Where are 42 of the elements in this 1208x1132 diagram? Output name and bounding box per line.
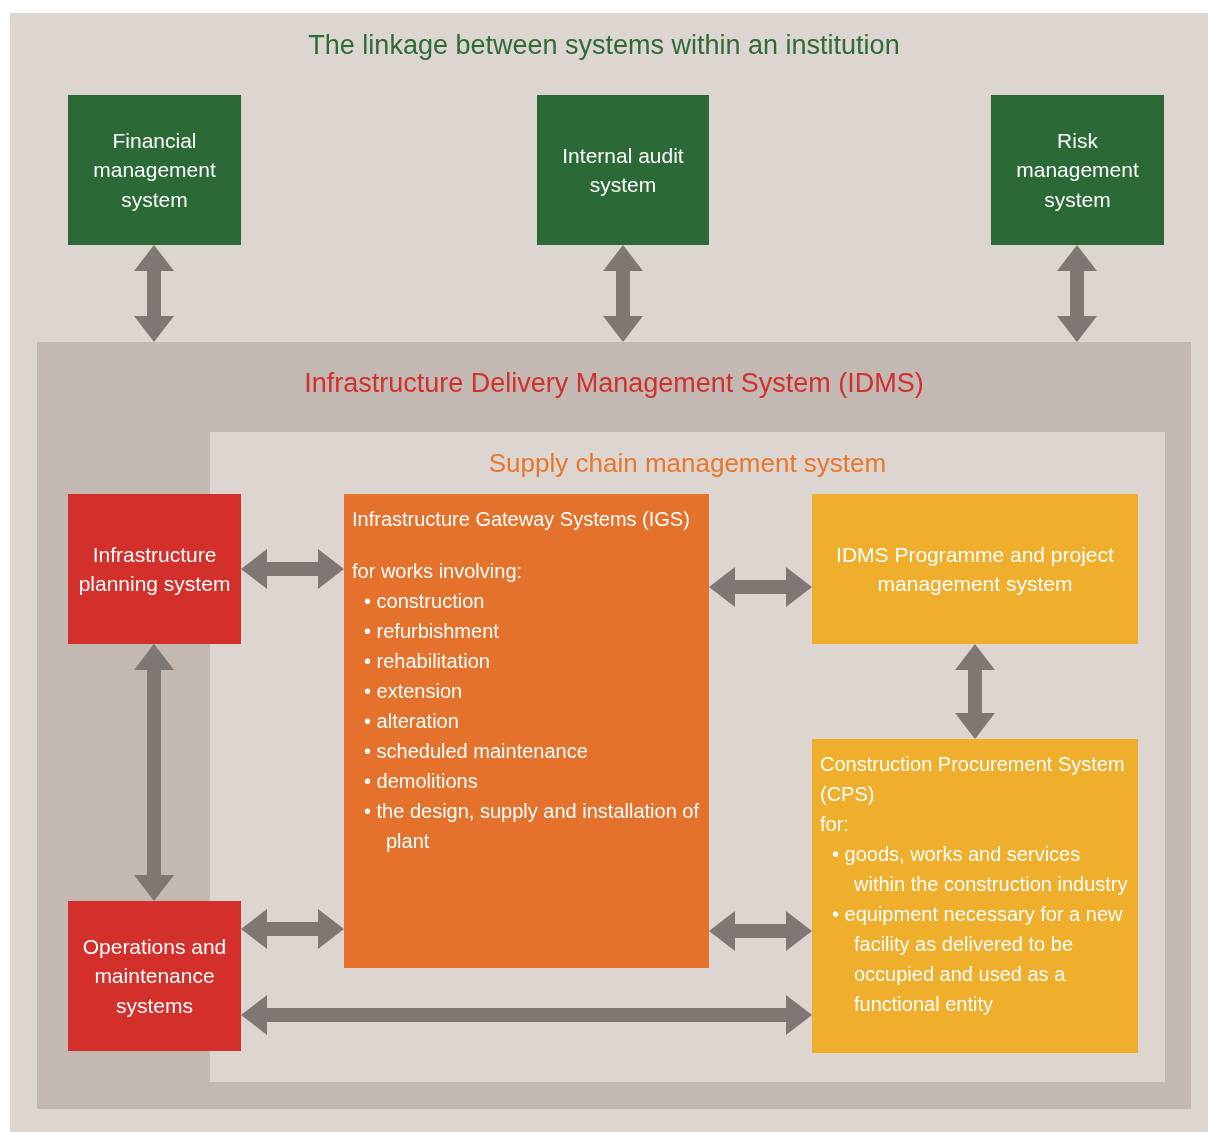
list-item: • demolitions (363, 769, 479, 794)
box-text: for works involving: (352, 559, 524, 584)
box-text: Infrastructure Gateway Systems (IGS) (352, 507, 691, 532)
list-item: • equipment necessary for a new facility as delivered to be occupied and used as a functional entity (831, 902, 1124, 1017)
system-box (344, 494, 709, 968)
double-arrow (241, 549, 344, 589)
double-arrow (955, 644, 995, 739)
double-arrow (241, 909, 344, 949)
list-item: • the design, supply and installation of plant (363, 799, 700, 854)
panel-title: Infrastructure Delivery Management System (IDMS) (303, 368, 925, 399)
system-box (537, 95, 709, 245)
list-item: • rehabilitation (363, 649, 491, 674)
double-arrow (603, 245, 643, 342)
system-box (812, 739, 1138, 1053)
double-arrow (241, 995, 812, 1035)
system-box (812, 494, 1138, 644)
list-item: • extension (363, 679, 464, 704)
list-item: • construction (363, 589, 486, 614)
list-item: • scheduled maintenance (363, 739, 589, 764)
box-label: IDMS Programme and project management system (835, 541, 1115, 597)
double-arrow (134, 245, 174, 342)
list-item: • goods, works and services within the construction industry (831, 842, 1129, 897)
double-arrow (134, 644, 174, 901)
panel-title: Supply chain management system (487, 448, 888, 479)
box-text: Construction Procurement System (CPS) (820, 752, 1126, 807)
list-item: • alteration (363, 709, 460, 734)
system-box (68, 95, 241, 245)
double-arrow (1057, 245, 1097, 342)
double-arrow (709, 911, 812, 951)
system-box (68, 901, 241, 1051)
system-box (68, 494, 241, 644)
box-label: Operations and maintenance systems (81, 933, 228, 1019)
diagram-title: The linkage between systems within an institution (307, 30, 901, 61)
box-label: Internal audit system (561, 142, 685, 198)
double-arrow (709, 567, 812, 607)
box-text: for: (820, 812, 850, 837)
idms-panel (37, 342, 1191, 1109)
box-label: Financial management system (92, 127, 217, 213)
box-label: Risk management system (1015, 127, 1140, 213)
system-box (991, 95, 1164, 245)
box-label: Infrastructure planning system (77, 541, 232, 597)
list-item: • refurbishment (363, 619, 500, 644)
